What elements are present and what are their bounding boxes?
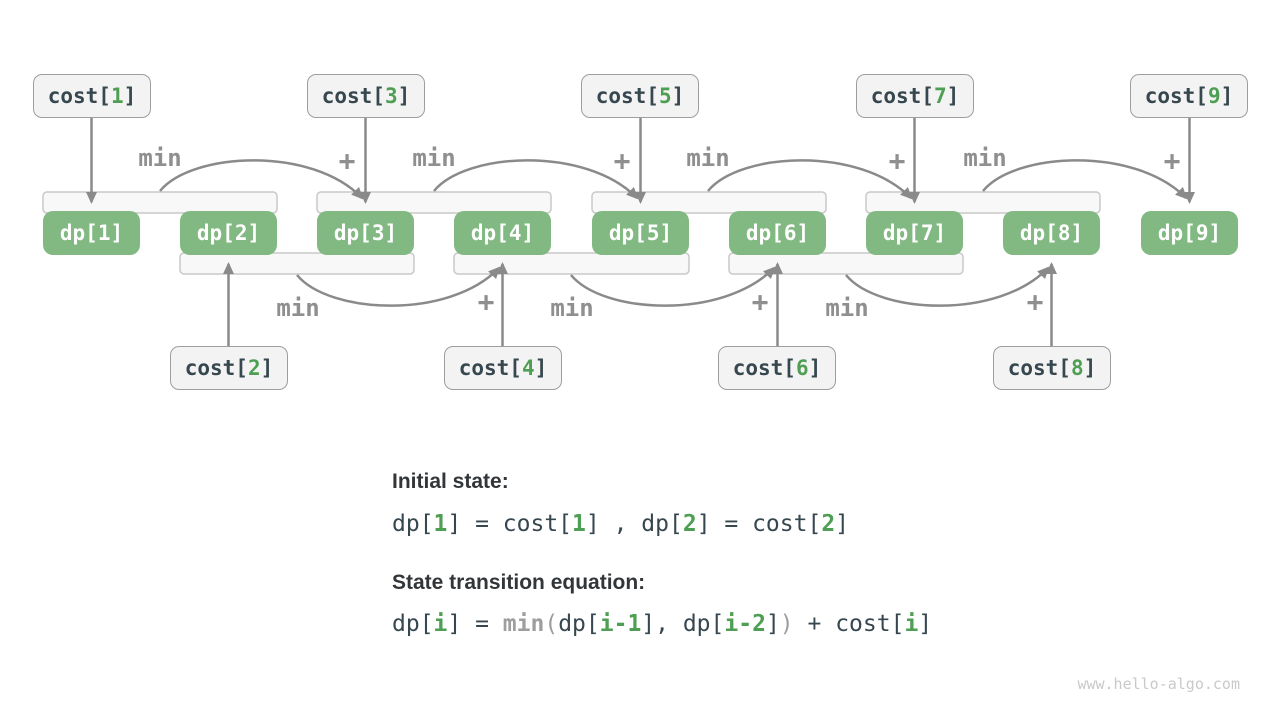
dp-box-8: dp[8] [1003,211,1100,255]
dp-label: dp[6] [745,221,810,245]
cost-index: 4 [521,356,535,380]
cost-label-close: ] [397,84,411,108]
cost-label-close: ] [123,84,137,108]
dp-box-3: dp[3] [317,211,414,255]
cost-label-close: ] [671,84,685,108]
code-token: ) [779,611,794,637]
cost-box-9: cost[9] [1130,74,1248,118]
cost-label: cost[ [47,84,111,108]
cost-label-close: ] [808,356,822,380]
code-token: ] = [447,611,503,637]
code-token: 2 [682,511,697,537]
dp-label: dp[3] [333,221,398,245]
cost-box-8: cost[8] [993,346,1111,390]
cost-label: cost[ [1144,84,1208,108]
code-token: ] [835,511,850,537]
code-token: dp[ [392,511,434,537]
cost-label-close: ] [946,84,960,108]
cost-label: cost[ [1007,356,1071,380]
cost-label-close: ] [534,356,548,380]
state-transition-equation: dp[i] = min(dp[i-1], dp[i-2]) + cost[i] [392,611,932,637]
cost-index: 6 [795,356,809,380]
cost-label-close: ] [1220,84,1234,108]
dp-label: dp[2] [196,221,261,245]
cost-box-3: cost[3] [307,74,425,118]
cost-label: cost[ [321,84,385,108]
code-token: ] , dp[ [585,511,683,537]
code-token: 2 [821,511,836,537]
code-token-min: min [502,611,545,637]
cost-box-6: cost[6] [718,346,836,390]
cost-index: 5 [658,84,672,108]
code-token: i-1 [599,611,642,637]
dp-box-9: dp[9] [1141,211,1238,255]
dp-box-2: dp[2] [180,211,277,255]
code-token: 1 [572,511,586,537]
cost-index: 1 [110,84,124,108]
cost-label-close: ] [260,356,274,380]
code-token: + cost[ [793,611,905,637]
watermark: www.hello-algo.com [1077,675,1240,693]
dp-label: dp[5] [608,221,673,245]
dp-label: dp[7] [882,221,947,245]
code-token: ], dp[ [641,611,725,637]
initial-state-heading: Initial state: [392,470,509,493]
code-token: ] [765,611,780,637]
dp-box-4: dp[4] [454,211,551,255]
cost-index: 9 [1207,84,1221,108]
dp-box-7: dp[7] [866,211,963,255]
dp-label: dp[8] [1019,221,1084,245]
cost-index: 7 [933,84,947,108]
code-token: i [904,611,919,637]
cost-index: 8 [1070,356,1084,380]
cost-box-2: cost[2] [170,346,288,390]
code-token: dp[ [558,611,600,637]
code-token: dp[ [392,611,434,637]
dp-label: dp[9] [1157,221,1222,245]
code-token: ] = cost[ [696,511,822,537]
dp-label: dp[4] [470,221,535,245]
dp-box-1: dp[1] [43,211,140,255]
code-token: ] [918,611,933,637]
dp-box-5: dp[5] [592,211,689,255]
cost-box-1: cost[1] [33,74,151,118]
cost-box-7: cost[7] [856,74,974,118]
dp-box-6: dp[6] [729,211,826,255]
cost-label-close: ] [1083,356,1097,380]
cost-label: cost[ [458,356,522,380]
cost-label: cost[ [595,84,659,108]
cost-index: 2 [247,356,261,380]
initial-state-equation: dp[1] = cost[1] , dp[2] = cost[2] [392,511,849,537]
code-token: i-2 [724,611,766,637]
cost-label: cost[ [184,356,248,380]
state-transition-heading: State transition equation: [392,571,646,594]
cost-label: cost[ [870,84,934,108]
dp-label: dp[1] [59,221,124,245]
cost-index: 3 [384,84,398,108]
cost-box-4: cost[4] [444,346,562,390]
code-token: i [433,611,448,637]
code-token: ( [544,611,559,637]
cost-label: cost[ [732,356,796,380]
code-token: ] = cost[ [447,511,573,537]
code-token: 1 [433,511,448,537]
cost-box-5: cost[5] [581,74,699,118]
